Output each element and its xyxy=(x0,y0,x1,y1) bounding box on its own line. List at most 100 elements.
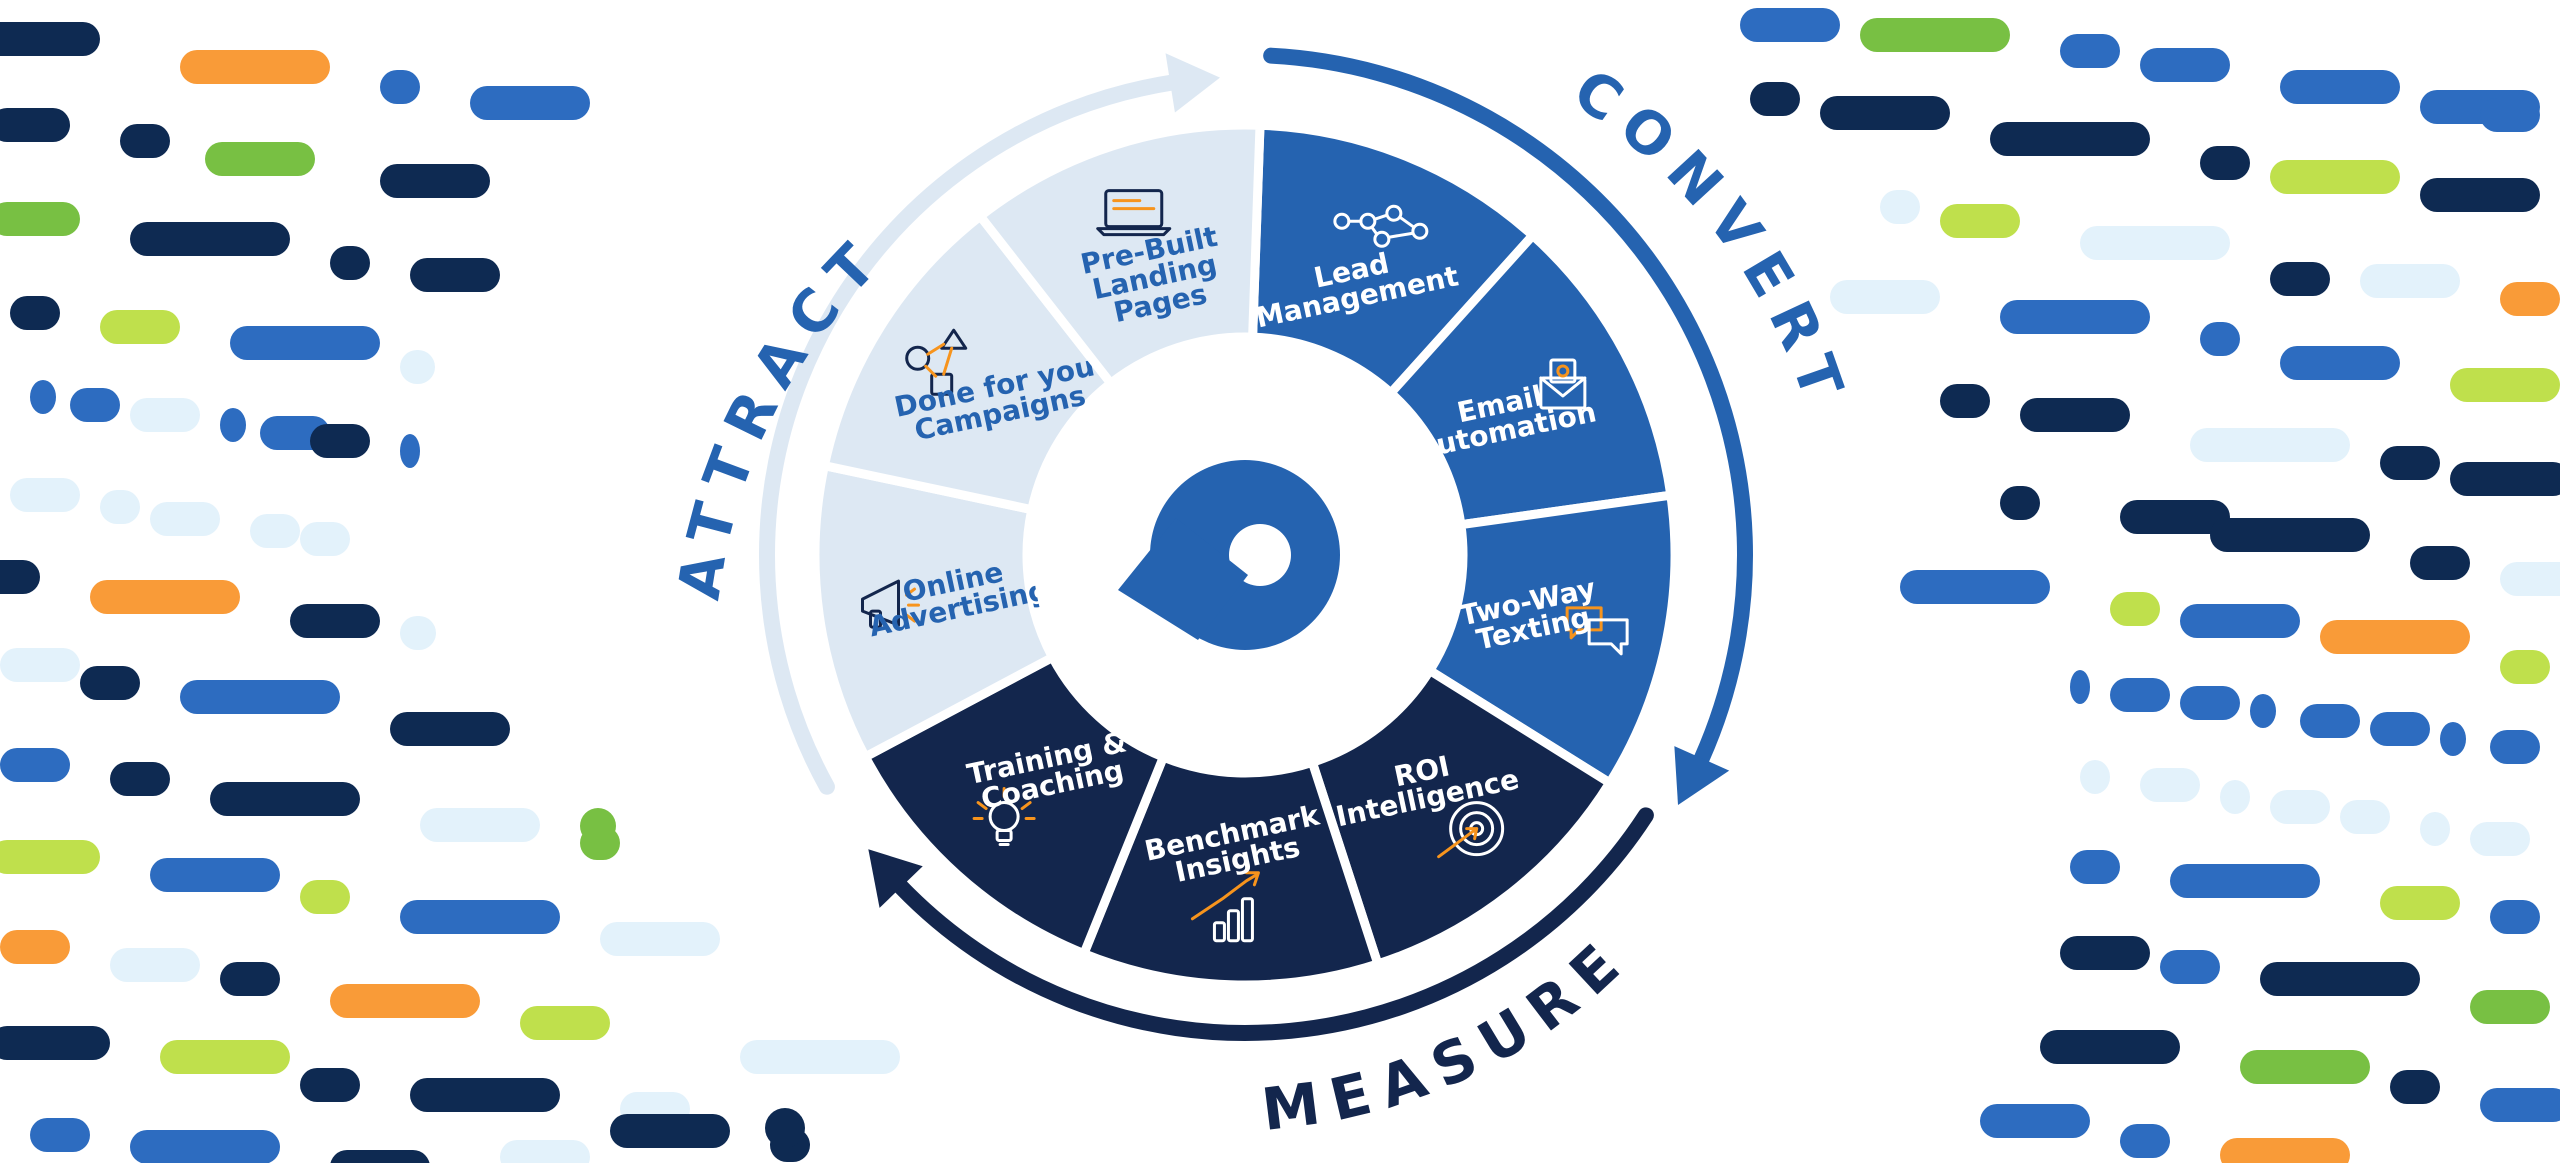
decorative-dash xyxy=(380,70,420,104)
decorative-dash xyxy=(420,808,540,842)
decorative-dash xyxy=(150,502,220,536)
decorative-dash xyxy=(1980,1104,2090,1138)
decorative-dash xyxy=(0,22,100,56)
decorative-dash xyxy=(520,1006,610,1040)
decorative-dash xyxy=(2140,48,2230,82)
measure-arrow xyxy=(893,807,1654,1041)
decorative-dash xyxy=(470,86,590,120)
segment-wedge xyxy=(1384,229,1676,530)
decorative-dash xyxy=(1940,204,2020,238)
decorative-dash xyxy=(2140,768,2200,802)
decorative-dash xyxy=(2250,694,2276,728)
measure-arrowhead xyxy=(868,849,923,908)
decorative-dash xyxy=(150,858,280,892)
segment-two-way-texting[interactable]: Two-WayTexting xyxy=(1423,490,1680,790)
center-disc xyxy=(1033,343,1457,767)
decorative-dash xyxy=(390,712,510,746)
decorative-dash xyxy=(10,478,80,512)
decorative-dash xyxy=(300,522,350,556)
decorative-dash xyxy=(2180,686,2240,720)
decorative-dash xyxy=(2380,446,2440,480)
decorative-dash xyxy=(300,880,350,914)
decorative-dash xyxy=(2210,518,2370,552)
segment-pre-built-landing-pages[interactable]: Pre-BuiltLandingPages xyxy=(973,120,1265,390)
decorative-dash xyxy=(2020,398,2130,432)
decorative-dash xyxy=(2320,620,2470,654)
decorative-dash xyxy=(2110,678,2170,712)
decorative-dash xyxy=(2480,1088,2560,1122)
target-arrow-icon xyxy=(1437,801,1505,859)
decorative-dash xyxy=(330,984,480,1018)
decorative-dash xyxy=(130,1130,280,1163)
decorative-dash xyxy=(2270,160,2400,194)
segment-wedge xyxy=(819,209,1118,516)
decorative-dash xyxy=(2280,70,2400,104)
decorative-dash xyxy=(110,948,200,982)
decorative-dash xyxy=(2000,486,2040,520)
decorative-dash xyxy=(2200,322,2240,356)
megaphone-icon xyxy=(861,579,921,629)
decorative-dash xyxy=(2200,146,2250,180)
decorative-dash xyxy=(130,222,290,256)
decorative-dash xyxy=(30,380,56,414)
decorative-dash xyxy=(2410,546,2470,580)
decorative-dash xyxy=(130,398,200,432)
decorative-dash xyxy=(2380,886,2460,920)
decorative-dash xyxy=(600,922,720,956)
decorative-dash xyxy=(2040,1030,2180,1064)
decorative-dash xyxy=(400,350,435,384)
segment-benchmark-insights[interactable]: BenchmarkInsights xyxy=(1078,751,1384,990)
segment-roi-intelligence[interactable]: ROIIntelligence xyxy=(1306,664,1616,970)
decorative-dash xyxy=(120,124,170,158)
decorative-dash xyxy=(2270,790,2330,824)
decorative-dash xyxy=(400,434,420,468)
decorative-dash xyxy=(1820,96,1950,130)
decorative-dash xyxy=(290,604,380,638)
chat-bubbles-icon xyxy=(1565,606,1629,656)
segment-wedge xyxy=(1306,664,1616,970)
decorative-dash xyxy=(2360,264,2460,298)
decorative-dash xyxy=(2160,950,2220,984)
decorative-dash xyxy=(0,648,80,682)
email-envelope-icon xyxy=(1539,358,1587,410)
decorative-dash xyxy=(410,258,500,292)
segment-training-coaching[interactable]: Training &Coaching xyxy=(859,651,1170,960)
segment-email-automation[interactable]: EmailAutomation xyxy=(1384,229,1676,530)
decorative-dash xyxy=(310,424,370,458)
decorative-dash xyxy=(180,680,340,714)
decorative-dash xyxy=(740,1040,900,1074)
decorative-dash xyxy=(2420,178,2540,212)
decorative-dash xyxy=(0,748,70,782)
decorative-dash xyxy=(2440,722,2466,756)
decorative-dash xyxy=(1940,384,1990,418)
decorative-dash xyxy=(110,762,170,796)
decorative-dash xyxy=(2500,562,2560,596)
decorative-dash xyxy=(2490,900,2540,934)
decorative-dash xyxy=(2110,592,2160,626)
decorative-dash xyxy=(2390,1070,2440,1104)
decorative-dash xyxy=(0,202,80,236)
decorative-dash xyxy=(2300,704,2360,738)
segment-done-for-you-campaigns[interactable]: Done for youCampaigns xyxy=(819,209,1118,516)
decorative-dash xyxy=(160,1040,290,1074)
decorative-dash xyxy=(210,782,360,816)
decorative-dash xyxy=(2450,368,2560,402)
decorative-dash xyxy=(500,1140,590,1163)
convert-arrowhead xyxy=(1674,746,1730,805)
decorative-dash xyxy=(2500,282,2560,316)
decorative-dash xyxy=(30,1118,90,1152)
decorative-dot xyxy=(765,1108,805,1148)
segment-wheel: LeadManagementEmailAutomationTwo-WayText… xyxy=(810,120,1680,990)
decorative-dash xyxy=(410,1078,560,1112)
cycle-arrows xyxy=(759,47,1753,1041)
convert-arrow xyxy=(1263,47,1753,767)
decorative-dash xyxy=(2480,98,2540,132)
segment-online-advertising[interactable]: OnlineAdvertising xyxy=(810,460,1059,763)
decorative-dash xyxy=(1900,570,2050,604)
decorative-dash xyxy=(2220,1138,2350,1163)
decorative-dash xyxy=(2500,650,2550,684)
decorative-dash xyxy=(2420,812,2450,846)
brand-logo-icon xyxy=(1118,460,1340,650)
segment-lead-management[interactable]: LeadManagement xyxy=(1247,120,1540,400)
workflow-nodes-icon xyxy=(1333,204,1429,248)
